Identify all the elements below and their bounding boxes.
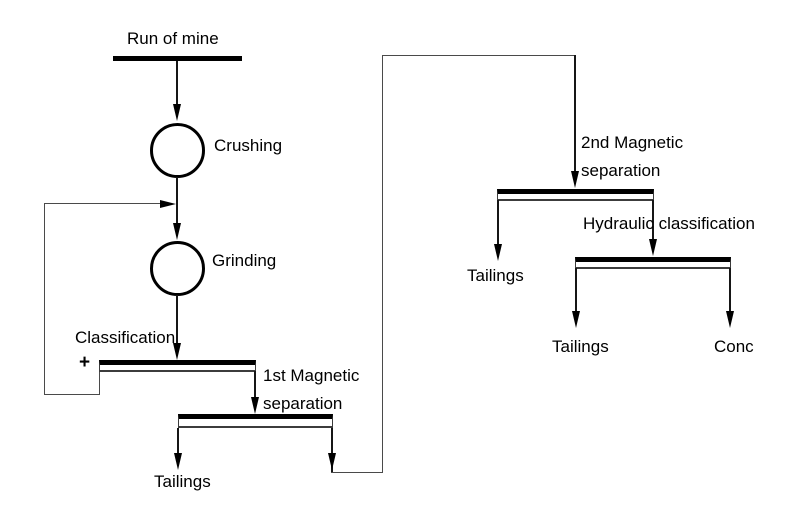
arrowhead-mag1-input xyxy=(251,397,259,414)
line-crushing-to-grinding xyxy=(176,177,178,225)
crushing-label: Crushing xyxy=(214,136,283,155)
mag-sep-2-label: 2nd Magnetic separation xyxy=(581,133,684,180)
hydraulic-classification-separator xyxy=(575,257,731,269)
crushing-circle xyxy=(150,123,205,178)
arrowhead-hydraulic-input xyxy=(649,239,657,256)
line-mag1-tailings xyxy=(177,428,179,455)
arrowhead-hydraulic-tailings xyxy=(572,311,580,328)
arrowhead-mag1-concentrate xyxy=(328,453,336,470)
arrowhead-mag2-input xyxy=(571,171,579,188)
line-recycle-left xyxy=(44,203,45,395)
arrowhead-mag1-tailings xyxy=(174,453,182,470)
line-hydraulic-tailings xyxy=(575,268,577,311)
mag-sep-1-separator xyxy=(178,414,333,428)
line-grinding-to-classification xyxy=(176,295,178,345)
line-recycle-top xyxy=(44,203,162,204)
classification-oversize-symbol: + xyxy=(79,352,91,373)
line-routing-vertical xyxy=(382,55,383,473)
feed-label: Run of mine xyxy=(127,29,219,48)
grinding-circle xyxy=(150,241,205,296)
line-feed-to-crushing xyxy=(176,61,178,110)
classification-label: Classification xyxy=(75,328,176,347)
line-routing-top xyxy=(382,55,575,56)
mag-sep-2-separator xyxy=(497,189,654,201)
mag-sep-1-tailings-label: Tailings xyxy=(154,472,211,491)
arrowhead-mag2-tailings xyxy=(494,244,502,261)
arrowhead-classification-input xyxy=(173,343,181,360)
classification-screen xyxy=(99,360,256,372)
hydraulic-classification-label: Hydraulic classification xyxy=(583,214,755,233)
feed-stockpile-bar xyxy=(113,56,242,61)
concentrate-label: Conc xyxy=(714,337,754,356)
line-classification-oversize-drop xyxy=(99,371,100,395)
line-mag2-tailings xyxy=(497,200,499,244)
line-mag2-input xyxy=(574,55,576,173)
line-recycle-bottom xyxy=(44,394,100,395)
arrowhead-recycle-return xyxy=(160,200,176,208)
arrowhead-concentrate xyxy=(726,311,734,328)
arrowhead-crushing-input xyxy=(173,104,181,121)
hydraulic-tailings-label: Tailings xyxy=(552,337,609,356)
grinding-label: Grinding xyxy=(212,251,277,270)
line-mag2-to-hydraulic xyxy=(652,200,654,240)
mag-sep-2-tailings-label: Tailings xyxy=(467,266,524,285)
line-routing-bottom xyxy=(331,472,383,473)
line-classification-to-mag1 xyxy=(254,371,256,399)
arrowhead-grinding-input xyxy=(173,223,181,240)
mag-sep-1-label: 1st Magnetic separation xyxy=(263,366,360,413)
line-mag1-concentrate-drop xyxy=(331,428,333,473)
line-hydraulic-concentrate xyxy=(729,268,731,311)
